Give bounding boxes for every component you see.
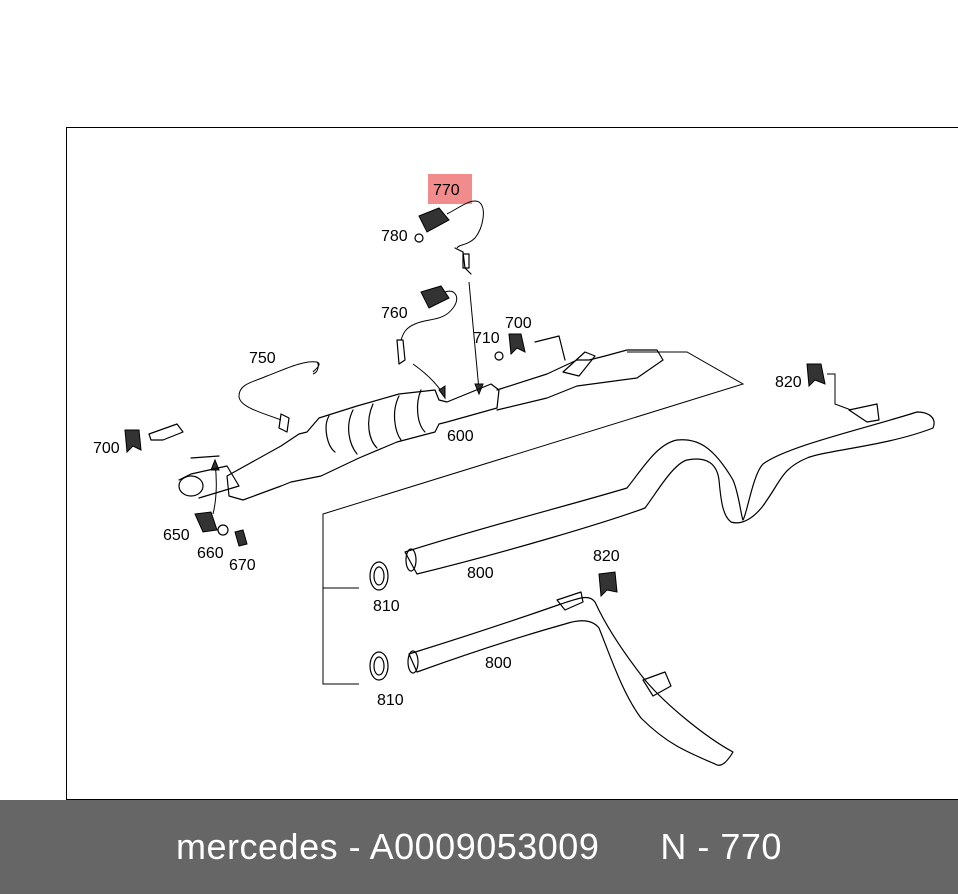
diagram-frame: 770 780 760 750 710 700 700 600 820 820 … bbox=[66, 127, 958, 800]
callout-650[interactable]: 650 bbox=[163, 527, 190, 544]
sensor-750[interactable] bbox=[238, 361, 320, 433]
callout-800-lower[interactable]: 800 bbox=[485, 655, 512, 672]
highlight-770 bbox=[428, 174, 472, 204]
ring-710[interactable] bbox=[494, 351, 504, 361]
callout-780[interactable]: 780 bbox=[381, 228, 408, 245]
footer-separator: - bbox=[348, 826, 362, 867]
clamp-650[interactable] bbox=[194, 511, 218, 533]
callout-660[interactable]: 660 bbox=[197, 545, 224, 562]
arrow-650 bbox=[212, 463, 217, 515]
rear-pipe-lower[interactable] bbox=[407, 591, 734, 766]
clamp-810-lower[interactable] bbox=[369, 651, 389, 681]
hanger-700-left[interactable] bbox=[124, 429, 142, 454]
clip-670[interactable] bbox=[234, 529, 248, 547]
exhaust-system-diagram: 770 780 760 750 710 700 700 600 820 820 … bbox=[93, 174, 935, 766]
footer-part-number: A0009053009 bbox=[369, 826, 600, 867]
footer-bar: mercedes - A0009053009 N - 770 bbox=[0, 800, 958, 894]
callout-750[interactable]: 750 bbox=[249, 350, 276, 367]
callout-820-lower[interactable]: 820 bbox=[593, 548, 620, 565]
callout-820-upper[interactable]: 820 bbox=[775, 374, 802, 391]
arrow-770 bbox=[468, 281, 480, 391]
callout-760[interactable]: 760 bbox=[381, 305, 408, 322]
callout-810-upper[interactable]: 810 bbox=[373, 598, 400, 615]
nut-780[interactable] bbox=[414, 233, 424, 243]
callout-770[interactable]: 770 bbox=[433, 182, 460, 199]
callout-700-left[interactable]: 700 bbox=[93, 440, 120, 457]
rear-pipe-upper[interactable] bbox=[404, 403, 935, 575]
footer-caption: mercedes - A0009053009 N - 770 bbox=[176, 826, 782, 868]
callout-710[interactable]: 710 bbox=[473, 330, 500, 347]
arrow-760 bbox=[412, 363, 444, 395]
callout-810-lower[interactable]: 810 bbox=[377, 692, 404, 709]
footer-brand: mercedes bbox=[176, 826, 339, 867]
callout-800-upper[interactable]: 800 bbox=[467, 565, 494, 582]
washer-660[interactable] bbox=[217, 524, 229, 536]
hanger-820-upper[interactable] bbox=[806, 363, 826, 388]
sensor-760[interactable] bbox=[396, 285, 458, 365]
pipe-front[interactable] bbox=[496, 349, 664, 411]
footer-position-label: N - 770 bbox=[660, 826, 782, 867]
sensor-770[interactable] bbox=[418, 200, 484, 275]
callout-700-right[interactable]: 700 bbox=[505, 315, 532, 332]
hanger-820-lower[interactable] bbox=[598, 571, 618, 598]
hanger-700-right[interactable] bbox=[508, 333, 566, 361]
clamp-810-upper[interactable] bbox=[369, 561, 389, 591]
callout-670[interactable]: 670 bbox=[229, 557, 256, 574]
dpf-600[interactable] bbox=[178, 383, 500, 501]
callout-600[interactable]: 600 bbox=[447, 428, 474, 445]
